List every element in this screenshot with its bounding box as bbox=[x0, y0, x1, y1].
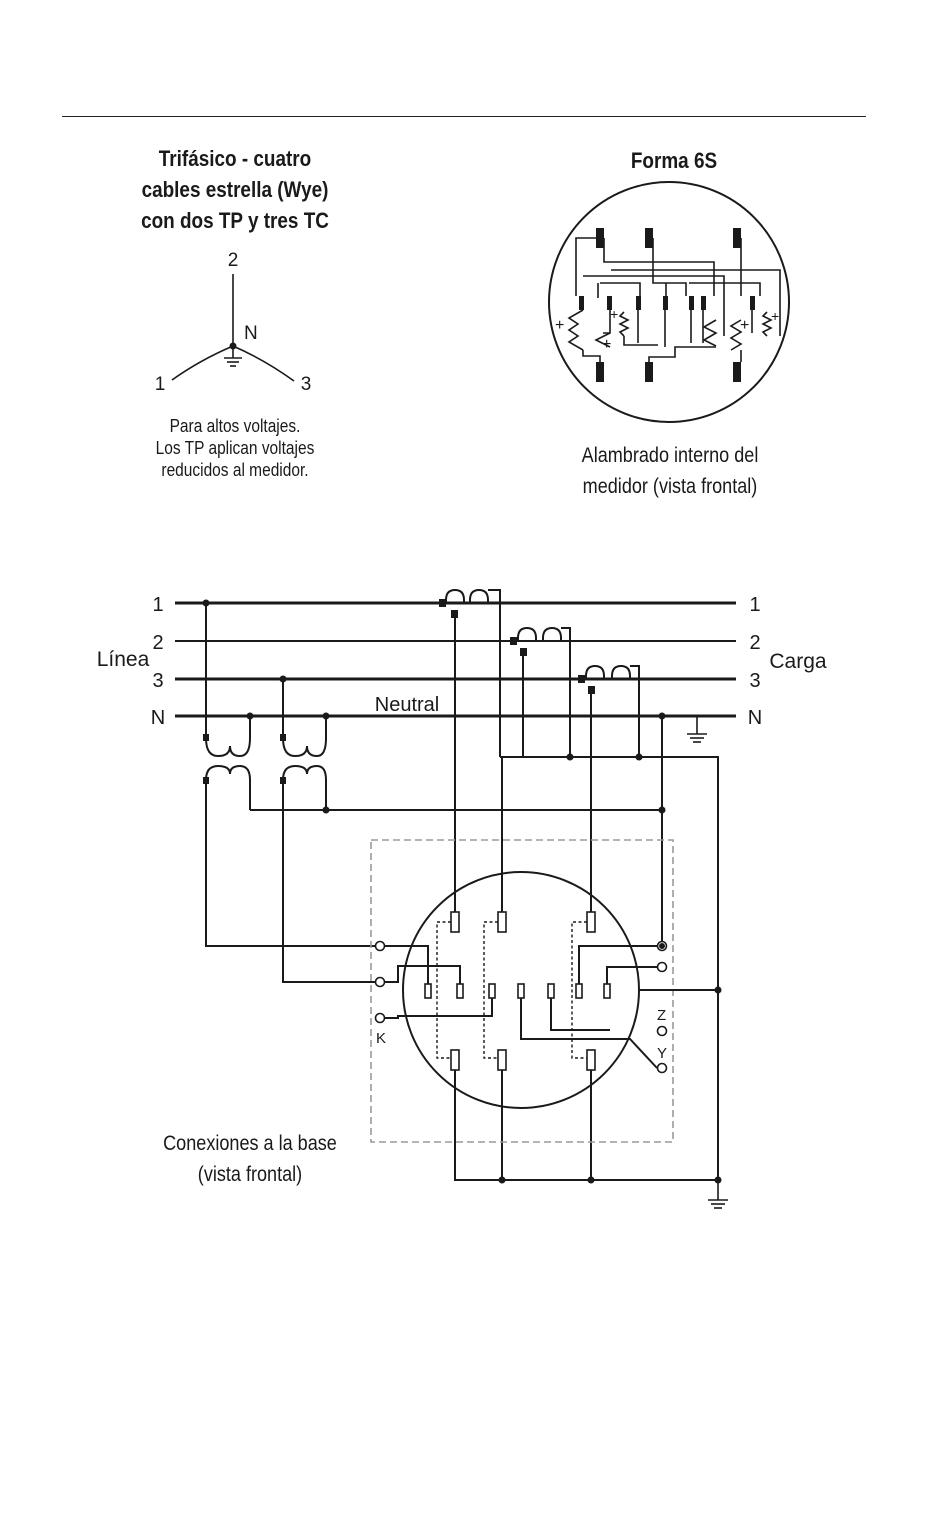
terminal-k-label: K bbox=[376, 1030, 386, 1047]
top-blade-right bbox=[733, 228, 741, 248]
load-side-label: Carga bbox=[769, 650, 827, 673]
wye-label-n: N bbox=[244, 323, 258, 344]
svg-text:+: + bbox=[771, 308, 779, 324]
wye-arm-3 bbox=[233, 346, 294, 381]
bus-left-label-1: 1 bbox=[152, 594, 163, 616]
bottom-blade-center bbox=[645, 362, 653, 382]
wye-arm-1 bbox=[172, 346, 233, 380]
top-blade-left bbox=[596, 228, 604, 248]
svg-text:+: + bbox=[740, 317, 749, 334]
current-transformer-1 bbox=[439, 590, 500, 912]
svg-text:+: + bbox=[610, 306, 618, 322]
bus-left-label-n: N bbox=[151, 707, 165, 729]
wye-label-3: 3 bbox=[301, 374, 312, 395]
neutral-drop-wiring bbox=[659, 713, 666, 947]
bus-left-label-3: 3 bbox=[152, 670, 163, 692]
base-ground-icon bbox=[708, 1180, 728, 1208]
current-transformer-2 bbox=[502, 628, 570, 912]
line-side-label: Línea bbox=[97, 648, 150, 671]
current-transformer-3 bbox=[578, 666, 639, 912]
base-bottom-jaw-left bbox=[451, 1050, 459, 1070]
bus-right-label-3: 3 bbox=[749, 670, 760, 692]
terminal-y-label: Y bbox=[657, 1045, 667, 1062]
terminal-z bbox=[658, 1027, 667, 1036]
base-bottom-jaw-center bbox=[498, 1050, 506, 1070]
bus-right-label-2: 2 bbox=[749, 632, 760, 654]
bus-right-label-1: 1 bbox=[749, 594, 760, 616]
form-6s-meter-diagram: + + + + + bbox=[549, 182, 789, 422]
terminal-y bbox=[658, 1064, 667, 1073]
terminal-k bbox=[376, 1014, 385, 1023]
neutral-ground-icon bbox=[687, 716, 707, 742]
neutral-label: Neutral bbox=[375, 694, 439, 716]
meter-base: K Z Y bbox=[371, 840, 722, 1142]
base-top-jaw-center bbox=[498, 912, 506, 932]
bottom-blade-right bbox=[733, 362, 741, 382]
base-top-jaw-left bbox=[451, 912, 459, 932]
terminal-z-label: Z bbox=[657, 1007, 666, 1024]
bus-right-label-n: N bbox=[748, 707, 762, 729]
potential-transformer-1 bbox=[203, 600, 381, 947]
wye-label-1: 1 bbox=[155, 374, 166, 395]
svg-text:+: + bbox=[602, 336, 611, 353]
base-top-jaw-right bbox=[587, 912, 595, 932]
bottom-blade-left bbox=[596, 362, 604, 382]
top-blade-center bbox=[645, 228, 653, 248]
base-bottom-jaw-right bbox=[587, 1050, 595, 1070]
wye-symbol: 2 N 1 3 bbox=[155, 250, 312, 395]
bus-left-label-2: 2 bbox=[152, 632, 163, 654]
wye-label-2: 2 bbox=[228, 250, 239, 271]
svg-text:+: + bbox=[555, 317, 564, 334]
